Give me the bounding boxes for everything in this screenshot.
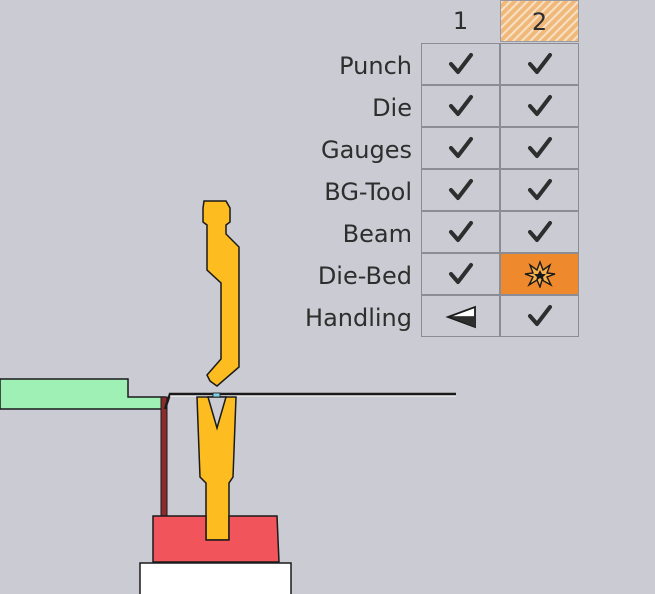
row-label-die: Die <box>372 94 412 122</box>
status-cell-beam-2[interactable] <box>500 211 579 253</box>
check-icon <box>527 51 553 77</box>
check-icon <box>448 261 474 287</box>
status-cell-punch-1[interactable] <box>421 43 500 85</box>
status-cell-handling-1[interactable] <box>421 295 500 337</box>
step-header-2[interactable]: 2 <box>500 0 579 42</box>
status-cell-punch-2[interactable] <box>500 43 579 85</box>
step-header-1[interactable]: 1 <box>452 7 469 35</box>
check-icon <box>527 135 553 161</box>
check-icon <box>527 219 553 245</box>
collision-icon <box>523 260 557 288</box>
status-cell-die-bed-1[interactable] <box>421 253 500 295</box>
status-cell-bg-tool-1[interactable] <box>421 169 500 211</box>
machine-table <box>139 562 292 594</box>
row-label-beam: Beam <box>342 220 412 248</box>
check-icon <box>448 135 474 161</box>
sheet-metal <box>163 392 456 410</box>
check-icon <box>527 177 553 203</box>
status-cell-die-1[interactable] <box>421 85 500 127</box>
row-label-die-bed: Die-Bed <box>317 262 412 290</box>
die-bed <box>152 515 280 563</box>
gauge-finger <box>160 396 168 518</box>
check-icon <box>527 303 553 329</box>
check-icon <box>448 93 474 119</box>
status-cell-die-2[interactable] <box>500 85 579 127</box>
check-icon <box>448 177 474 203</box>
status-cell-bg-tool-2[interactable] <box>500 169 579 211</box>
status-cell-beam-1[interactable] <box>421 211 500 253</box>
status-cell-gauges-1[interactable] <box>421 127 500 169</box>
status-cell-gauges-2[interactable] <box>500 127 579 169</box>
check-icon <box>448 219 474 245</box>
row-label-gauges: Gauges <box>320 136 412 164</box>
status-cell-handling-2[interactable] <box>500 295 579 337</box>
check-icon <box>448 51 474 77</box>
row-label-punch: Punch <box>339 52 412 80</box>
row-label-bg-tool: BG-Tool <box>324 178 412 206</box>
punch <box>202 200 240 387</box>
row-label-handling: Handling <box>305 304 412 332</box>
check-icon <box>527 93 553 119</box>
back-gauge <box>0 378 166 410</box>
status-cell-die-bed-2[interactable] <box>500 253 579 295</box>
handling-icon <box>444 302 478 330</box>
